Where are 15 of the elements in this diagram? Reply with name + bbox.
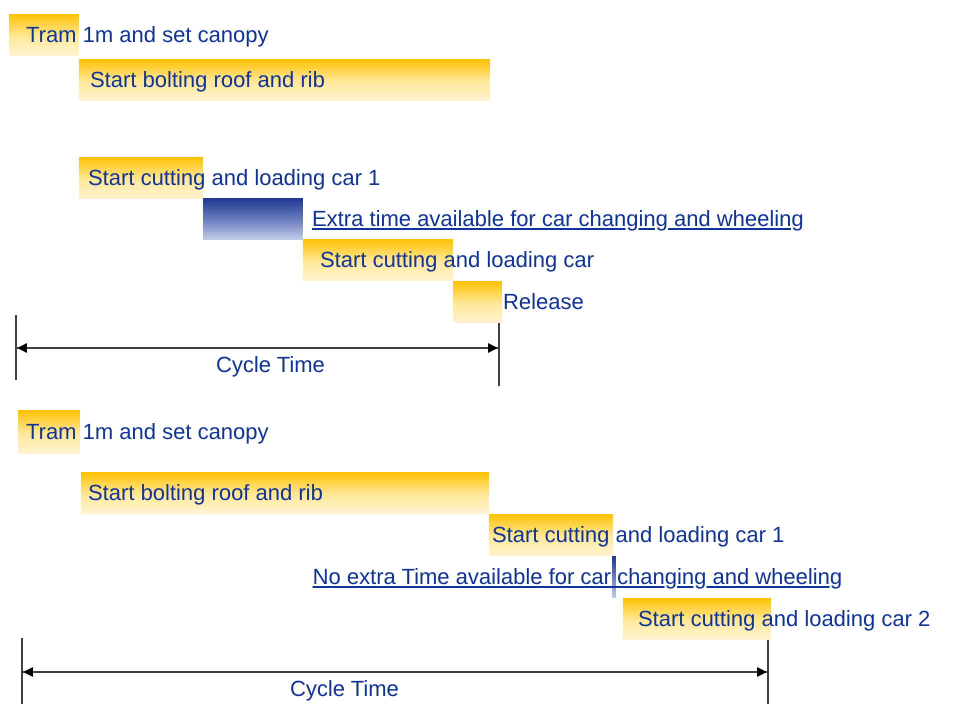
dimension-label: Cycle Time — [216, 352, 325, 378]
task-label: Start cutting and loading car — [320, 247, 594, 273]
task-label: Tram 1m and set canopy — [26, 419, 269, 445]
dimension-label: Cycle Time — [290, 676, 399, 702]
task-label: No extra Time available for car changing and wheeling — [312, 564, 842, 590]
task-label: Tram 1m and set canopy — [26, 22, 269, 48]
task-bar — [81, 472, 489, 514]
task-label: Release — [503, 289, 584, 315]
task-label: Start bolting roof and rib — [90, 67, 325, 93]
task-label: Extra time available for car changing and wheeling — [312, 206, 804, 232]
task-label: Start cutting and loading car 1 — [88, 165, 380, 191]
task-label: Start bolting roof and rib — [88, 480, 323, 506]
task-bar — [79, 59, 490, 101]
task-label: Start cutting and loading car 1 — [492, 522, 784, 548]
task-label: Start cutting and loading car 2 — [638, 606, 930, 632]
